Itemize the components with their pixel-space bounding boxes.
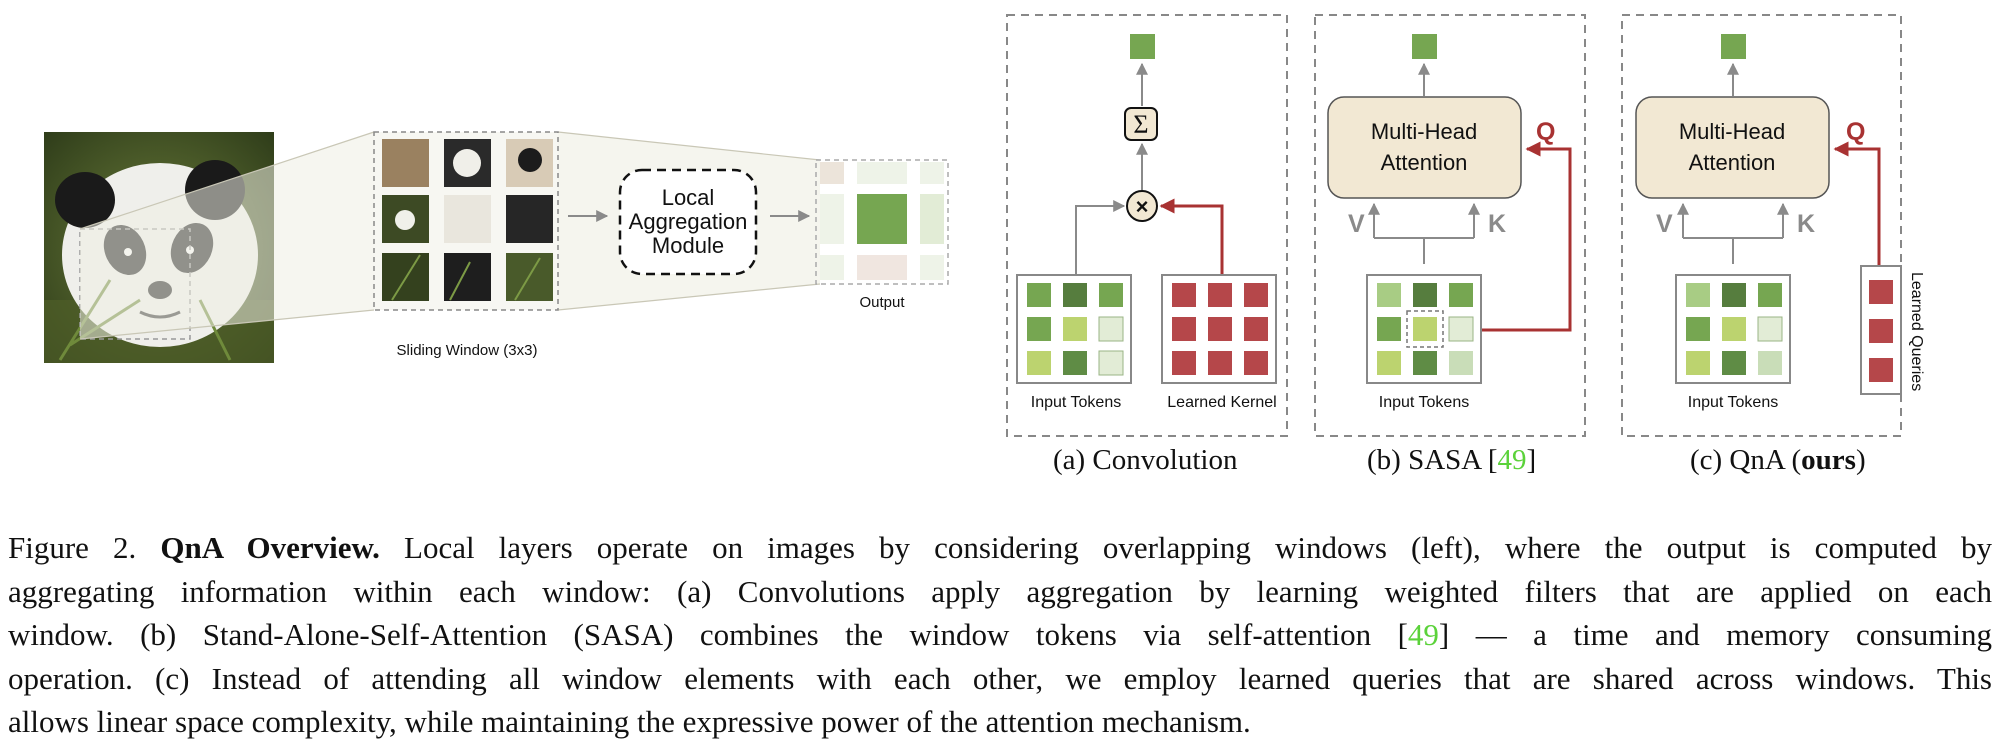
sliding-window-label: Sliding Window (3x3) <box>397 342 538 359</box>
sum-icon <box>1124 107 1158 141</box>
qna-attention-label-2: Attention <box>1689 150 1776 175</box>
caption-line-3: window. (b) Stand-Alone-Self-Attention (… <box>8 617 1992 652</box>
qna-k-label: K <box>1797 210 1815 238</box>
sasa-k-label: K <box>1488 210 1506 238</box>
subcaption-a: (a) Convolution <box>1053 444 1238 476</box>
module-label-2: Aggregation <box>629 209 748 234</box>
panel-b-sasa: Multi-Head Attention V K Q Input Tokens <box>1314 14 1586 437</box>
sasa-output-token <box>1412 34 1437 59</box>
learned-kernel-label: Learned Kernel <box>1167 394 1276 411</box>
figure-caption: Figure 2. QnA Overview. Local layers ope… <box>8 526 1992 744</box>
panel-a-convolution: Σ × Input Tokens Learned Kernel <box>1006 14 1288 437</box>
sasa-attention-label-2: Attention <box>1381 150 1468 175</box>
qna-q-label: Q <box>1846 118 1865 146</box>
qna-attention-box <box>1635 96 1830 199</box>
output-label: Output <box>859 294 905 311</box>
module-label-1: Local <box>662 185 715 210</box>
sasa-v-label: V <box>1348 210 1365 238</box>
figure-diagram: Local Aggregation Module Output Sliding … <box>44 14 1925 437</box>
conv-input-label: Input Tokens <box>1031 394 1121 411</box>
sasa-q-label: Q <box>1536 118 1555 146</box>
subcaption-c: (c) QnA (ours) <box>1690 444 1866 476</box>
caption-line-1: Figure 2. QnA Overview. Local layers ope… <box>8 530 1993 565</box>
output-token <box>857 194 907 244</box>
qna-output-token <box>1721 34 1746 59</box>
conv-output-token <box>1130 34 1155 59</box>
subcaption-b: (b) SASA [49] <box>1367 444 1537 476</box>
caption-line-5: allows linear space complexity, while ma… <box>8 704 1251 739</box>
projection-cone <box>80 132 374 339</box>
caption-line-2: aggregating information within each wind… <box>8 573 1992 609</box>
qna-input-label: Input Tokens <box>1688 394 1778 411</box>
learned-queries-label: Learned Queries <box>1908 272 1925 391</box>
sasa-attention-box <box>1327 96 1522 199</box>
multiply-icon <box>1126 190 1158 222</box>
svg-text:×: × <box>1136 194 1149 219</box>
caption-line-4: operation. (c) Instead of attending all … <box>8 660 1992 696</box>
sasa-attention-label-1: Multi-Head <box>1371 119 1477 144</box>
panel-c-qna: Multi-Head Attention V K Q Input Tokens … <box>1621 14 1925 437</box>
local-aggregation-module <box>618 168 758 276</box>
qna-attention-label-1: Multi-Head <box>1679 119 1785 144</box>
sasa-input-label: Input Tokens <box>1379 394 1469 411</box>
svg-text:Σ: Σ <box>1133 110 1148 139</box>
sliding-window-grid <box>373 131 559 311</box>
module-label-3: Module <box>652 233 724 258</box>
qna-v-label: V <box>1656 210 1673 238</box>
output-grid <box>815 159 949 285</box>
